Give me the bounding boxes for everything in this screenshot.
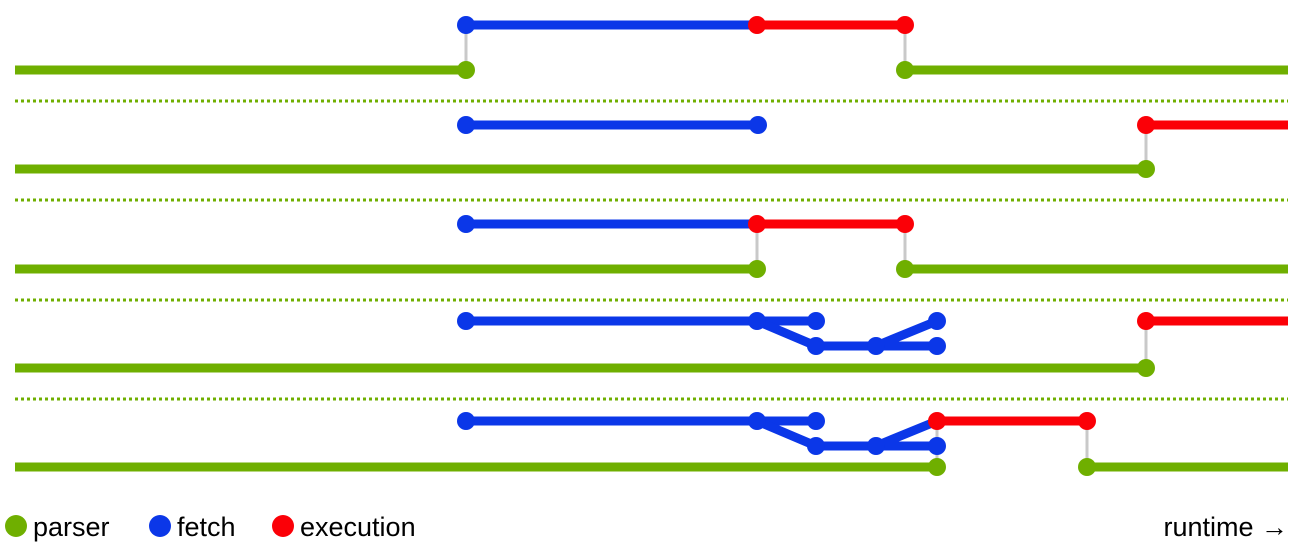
lane-5-parser-dot[interactable] <box>928 458 946 476</box>
legend-parser-label: parser <box>33 512 110 542</box>
lane-4-fetch-dot[interactable] <box>867 337 885 355</box>
lane-4-fetch-dot[interactable] <box>928 312 946 330</box>
lane-separators <box>15 99 1288 401</box>
legend-execution-dot <box>272 515 294 537</box>
lane-5-fetch-dot[interactable] <box>867 437 885 455</box>
lane-1-execution-dot[interactable] <box>896 16 914 34</box>
lane-4-fetch-dot[interactable] <box>748 312 766 330</box>
lane-5-execution-dot[interactable] <box>928 412 946 430</box>
lane-1-execution-dot[interactable] <box>748 16 766 34</box>
lane-4-execution-dot[interactable] <box>1137 312 1155 330</box>
lane-5 <box>15 412 1288 476</box>
lane-3-fetch-dot[interactable] <box>457 215 475 233</box>
lane-2-parser-dot[interactable] <box>1137 160 1155 178</box>
legend: parser fetch execution <box>5 512 416 542</box>
lane-1 <box>15 16 1288 79</box>
lane-3-parser-dot[interactable] <box>748 260 766 278</box>
lanes-group <box>15 16 1288 476</box>
lane-2 <box>15 116 1288 178</box>
lane-3-execution-dot[interactable] <box>896 215 914 233</box>
legend-fetch-dot <box>149 515 171 537</box>
lane-4-fetch-dot[interactable] <box>807 337 825 355</box>
legend-fetch-label: fetch <box>177 512 236 542</box>
lane-5-fetch-dot[interactable] <box>457 412 475 430</box>
lane-3-parser-dot[interactable] <box>896 260 914 278</box>
lane-3-execution-dot[interactable] <box>748 215 766 233</box>
lane-2-fetch-dot[interactable] <box>457 116 475 134</box>
lane-4 <box>15 312 1288 377</box>
lane-5-execution-dot[interactable] <box>1078 412 1096 430</box>
runtime-axis-label-text: runtime → <box>1163 512 1288 542</box>
lane-1-parser-dot[interactable] <box>457 61 475 79</box>
lane-4-fetch-dot[interactable] <box>457 312 475 330</box>
lane-5-fetch-dot[interactable] <box>928 437 946 455</box>
lane-4-parser-dot[interactable] <box>1137 359 1155 377</box>
lane-1-parser-dot[interactable] <box>896 61 914 79</box>
lane-1-fetch-dot[interactable] <box>457 16 475 34</box>
lane-4-fetch-dot[interactable] <box>928 337 946 355</box>
runtime-axis-label: runtime → <box>1163 512 1288 542</box>
lane-3 <box>15 215 1288 278</box>
lane-5-fetch-branch <box>752 416 942 451</box>
lane-5-fetch-dot[interactable] <box>748 412 766 430</box>
lane-5-fetch-dot[interactable] <box>807 412 825 430</box>
lane-4-fetch-branch <box>752 316 942 351</box>
lane-4-fetch-dot[interactable] <box>807 312 825 330</box>
lane-5-parser-dot[interactable] <box>1078 458 1096 476</box>
lane-2-execution-dot[interactable] <box>1137 116 1155 134</box>
lane-5-fetch-dot[interactable] <box>807 437 825 455</box>
legend-parser-dot <box>5 515 27 537</box>
lane-2-fetch-dot[interactable] <box>749 116 767 134</box>
legend-execution-label: execution <box>300 512 416 542</box>
